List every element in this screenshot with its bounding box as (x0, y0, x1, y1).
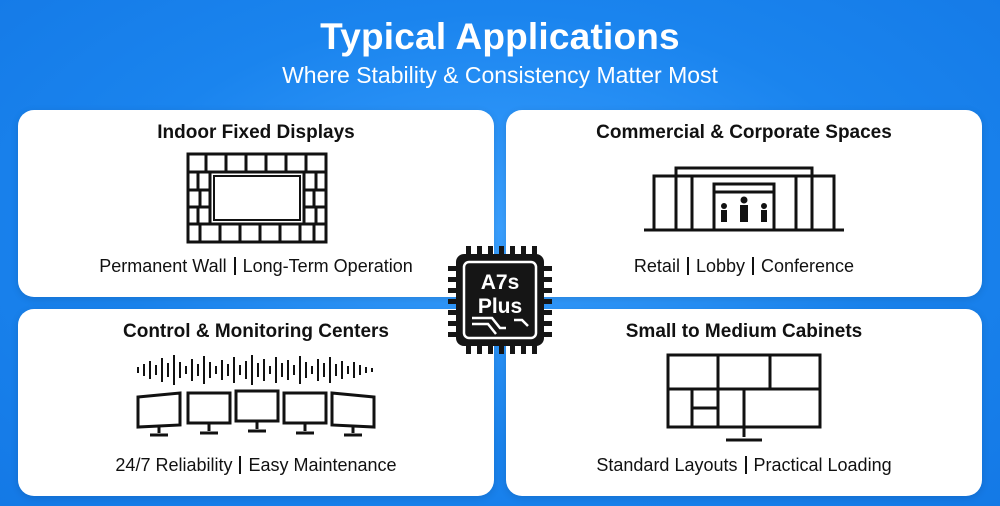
tag-retail: Retail (633, 256, 680, 276)
tag-reliability: 24/7 Reliability (115, 455, 233, 475)
tag-divider (233, 257, 236, 275)
panel-tags: Standard Layouts Practical Loading (506, 455, 982, 476)
panel-tags: Retail Lobby Conference (506, 256, 982, 277)
brick-wall-display-icon (186, 152, 328, 244)
page-title: Typical Applications (320, 16, 680, 57)
tag-easy-maintenance: Easy Maintenance (248, 455, 397, 475)
tag-divider (744, 456, 747, 474)
panel-title: Commercial & Corporate Spaces (596, 122, 892, 143)
tag-practical-loading: Practical Loading (753, 455, 892, 475)
processor-chip-icon (448, 246, 552, 354)
page-subtitle: Where Stability & Consistency Matter Mos… (282, 62, 718, 88)
panel-title: Small to Medium Cabinets (625, 321, 863, 342)
tag-lobby: Lobby (695, 256, 745, 276)
chip-label-line2: Plus (477, 295, 523, 318)
processor-chip: A7s Plus (448, 246, 552, 354)
tag-divider (686, 257, 689, 275)
panel-title: Indoor Fixed Displays (157, 122, 355, 143)
panel-small-medium-cabinets: Small to Medium Cabinets Standard Layout… (506, 309, 982, 496)
panel-indoor-fixed-displays: Indoor Fixed Displays Permanen (18, 110, 494, 297)
panel-tags: Permanent Wall Long-Term Operation (18, 256, 494, 277)
cabinet-layout-monitor-icon (666, 353, 822, 442)
panel-commercial-corporate-spaces: Commercial & Corporate Spaces Retail Lobb… (506, 110, 982, 297)
tag-long-term-operation: Long-Term Operation (242, 256, 413, 276)
tag-standard-layouts: Standard Layouts (596, 455, 738, 475)
tag-permanent-wall: Permanent Wall (99, 256, 227, 276)
tag-divider (752, 257, 754, 275)
tag-conference: Conference (761, 256, 855, 276)
panel-control-monitoring-centers: Control & Monitoring Centers (18, 309, 494, 496)
building-storefront-icon (644, 166, 844, 232)
tag-divider (239, 456, 242, 474)
waveform-icon (137, 355, 373, 385)
panel-tags: 24/7 Reliability Easy Maintenance (18, 455, 494, 476)
panel-title: Control & Monitoring Centers (123, 321, 389, 342)
chip-label-line1: A7s (480, 271, 520, 294)
monitor-array-icon (136, 389, 376, 437)
